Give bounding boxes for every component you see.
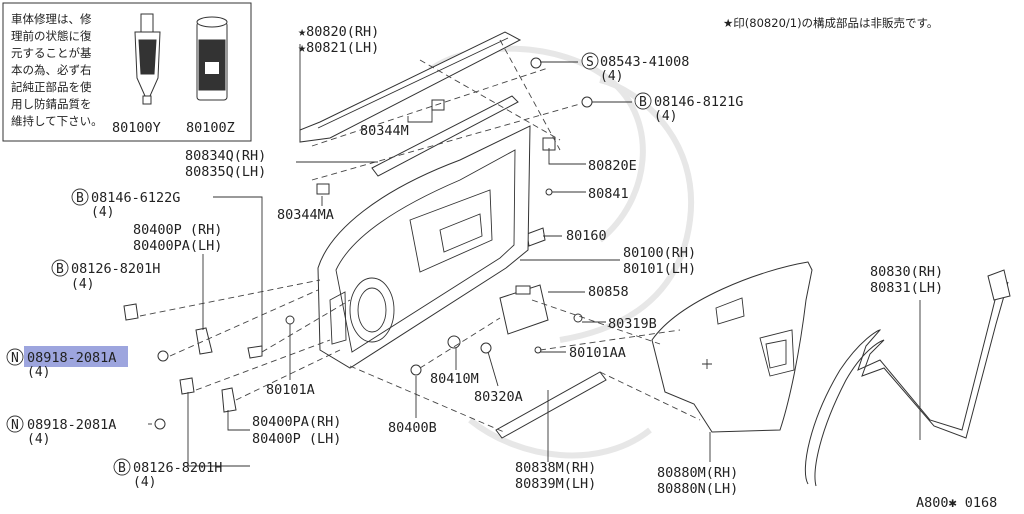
notice-box: 車体修理は、修 理前の状態に復 元することが基 本の為、必ず右 記純正部品を使 … [2,2,252,142]
spray-can-icon [196,16,228,101]
diagram-id: A800✱ 0168 [916,495,997,510]
label-80838m: 80838M(RH) [515,460,596,476]
bolt-icons [123,57,593,430]
sealant-tube-icon [134,13,161,105]
label-80319b: 80319B [608,316,657,332]
label-80344m: 80344M [360,123,409,139]
hinge-80400pa [221,387,237,413]
label-80400b: 80400B [388,420,437,436]
notice-line-3: 元することが基 [11,46,92,60]
label-80400pa-rh: 80400PA(RH) [252,414,341,430]
notice-line-2: 理前の状態に復 [11,29,92,43]
b-symbol-icon [113,458,131,476]
n-symbol: N [11,418,19,433]
qty-08918-top: (4) [27,365,50,380]
door-weatherstrip-80830 [804,269,1011,487]
n-symbol-icon [6,415,24,433]
clip-80344ma [316,183,330,195]
weatherstrip-80834q [371,95,519,177]
leader-lines [148,44,921,467]
label-80830: 80830(RH) [870,264,943,280]
highlight-08918-top [24,346,128,367]
label-80820e: 80820E [588,158,637,174]
label-80101-lh: 80101(LH) [623,261,696,277]
door-trim-80880m [651,261,813,433]
label-80831: 80831(LH) [870,280,943,296]
qty-08918-bot: (4) [27,432,50,447]
label-80880m: 80880M(RH) [657,465,738,481]
label-80160: 80160 [566,228,607,244]
label-80101a: 80101A [266,382,315,398]
label-08126-8201h-top: 08126-8201H [71,261,160,277]
seal-80160 [526,227,546,247]
label-80841: 80841 [588,186,629,202]
n-symbol: N [11,351,19,366]
label-08146-6122g: 08146-6122G [91,190,180,206]
notice-line-5: 記純正部品を使 [11,80,92,94]
notice-line-7: 維持して下さい。 [11,114,103,128]
b-symbol: B [76,191,84,206]
qty-08126-bot: (4) [133,475,156,490]
clip-80344m [431,99,445,111]
b-symbol-icon [71,188,89,206]
door-shell-80100 [317,125,531,369]
grommet-80841 [545,188,553,196]
notice-line-1: 車体修理は、修 [11,12,92,26]
box-80858 [499,284,549,335]
qty-08126-top: (4) [71,277,94,292]
label-80880n: 80880N(LH) [657,481,738,497]
label-80400pa-lh: 80400PA(LH) [133,238,222,254]
label-08146-8121g: 08146-8121G [654,94,743,110]
part-80100z-label: 80100Z [186,120,235,136]
label-80344ma: 80344MA [277,207,334,223]
label-80100-rh: 80100(RH) [623,245,696,261]
label-08918-2081a-bot: 08918-2081A [27,417,116,433]
label-80835q: 80835Q(LH) [185,164,266,180]
s-symbol-icon [581,52,599,70]
b-symbol: B [639,95,647,110]
non-sale-note: ★印(80820/1)の構成部品は非販売です。 [723,16,938,30]
label-08918-2081a-top: 08918-2081A [27,350,116,366]
b-symbol: B [118,461,126,476]
hinge-80400p [195,327,213,355]
label-80821: ★80821(LH) [298,40,379,56]
label-80320a: 80320A [474,389,523,405]
qty-08146-8121g: (4) [654,109,677,124]
label-80834q: 80834Q(RH) [185,148,266,164]
label-08126-8201h-bot: 08126-8201H [133,460,222,476]
label-80101aa: 80101AA [569,345,626,361]
sill-moulding-80838m [495,371,607,439]
label-80820: ★80820(RH) [298,24,379,40]
qty-08146-6122g: (4) [91,205,114,220]
label-08543-41008: 08543-41008 [600,54,689,70]
notice-line-6: 用し防錆品質を [11,97,92,111]
label-80410m: 80410M [430,371,479,387]
label-80858: 80858 [588,284,629,300]
s-symbol: S [586,55,594,70]
label-80400p-lh: 80400P (LH) [252,431,341,447]
part-80100y-label: 80100Y [112,120,161,136]
b-symbol: B [56,262,64,277]
assembly-lines [139,39,701,433]
qty-08543: (4) [600,69,623,84]
label-80400p-rh: 80400P (RH) [133,222,222,238]
callout-labels: ★80820(RH) ★80821(LH) S 08543-41008 (4) … [6,24,997,511]
b-symbol-icon [51,259,69,277]
b-symbol-icon [634,92,652,110]
door-moulding-80820 [299,31,522,143]
n-symbol-icon [6,348,24,366]
label-80839m: 80839M(LH) [515,476,596,492]
notice-line-4: 本の為、必ず右 [11,63,92,77]
